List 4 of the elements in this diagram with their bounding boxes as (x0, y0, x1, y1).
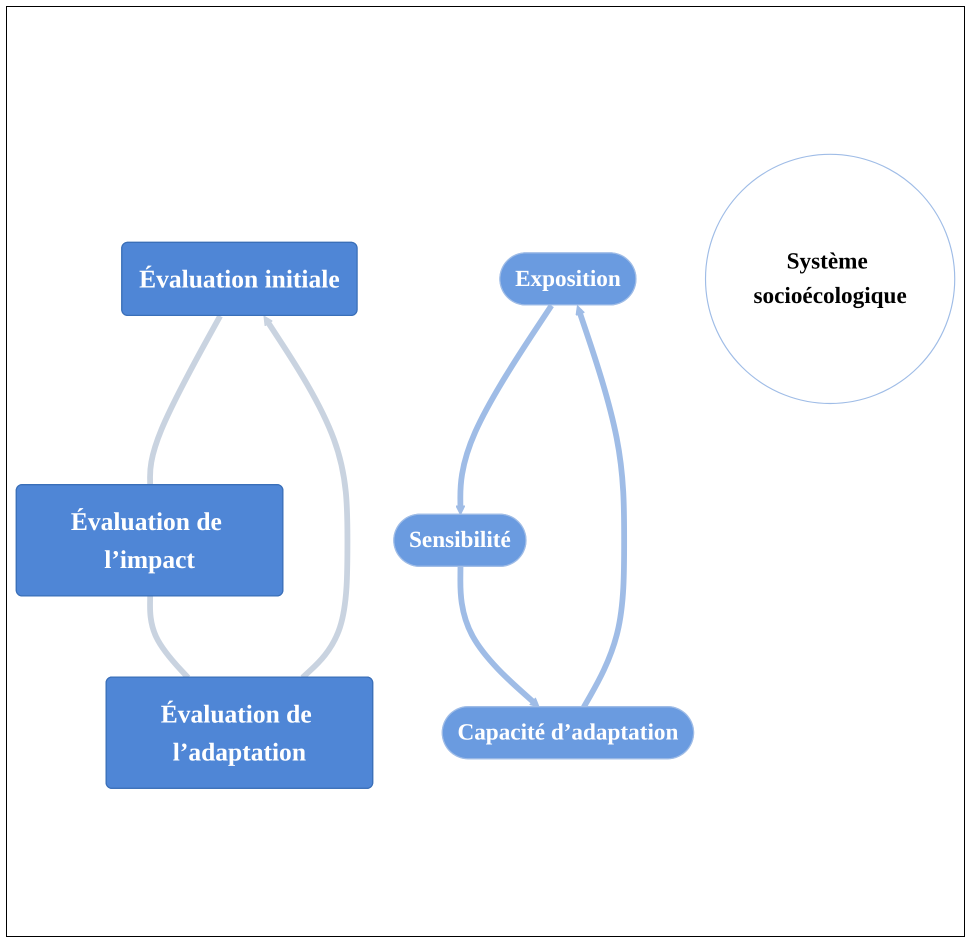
connector (147, 314, 223, 486)
arrow (455, 304, 554, 516)
arrow (457, 567, 540, 708)
node-circle: Système socioécologique (704, 154, 956, 404)
